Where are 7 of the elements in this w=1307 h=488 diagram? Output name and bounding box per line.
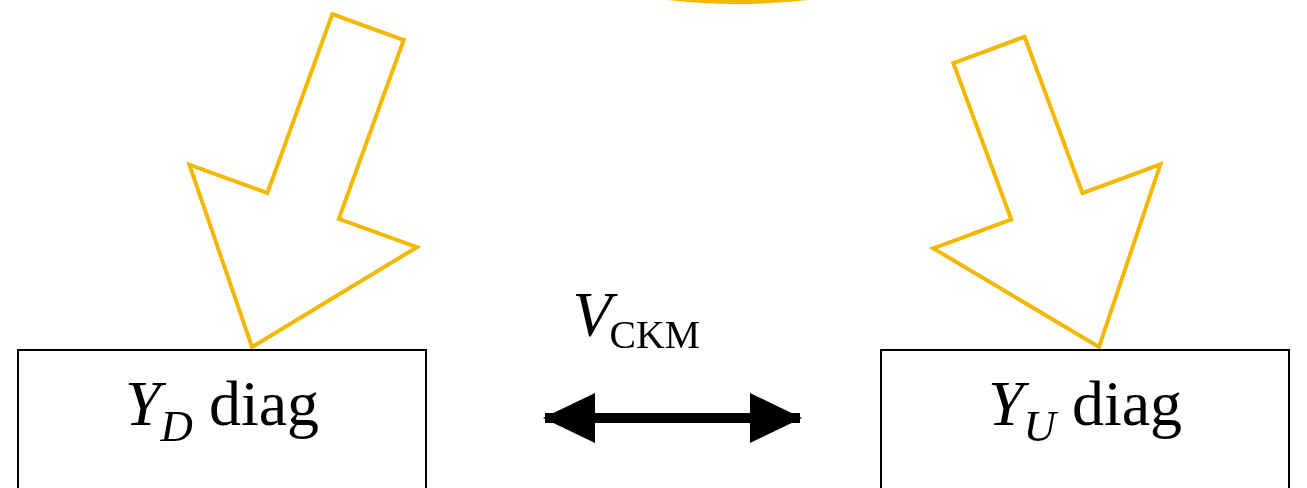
double-arrow xyxy=(543,393,802,443)
matrix-box xyxy=(880,349,1290,488)
hollow-block-arrow xyxy=(928,34,1164,350)
hollow-block-arrow xyxy=(186,11,422,350)
box-label: Y$_{U}$ diag xyxy=(987,367,1183,441)
box-label: Y$_{D}$ diag xyxy=(124,367,320,441)
matrix-box xyxy=(17,349,427,488)
